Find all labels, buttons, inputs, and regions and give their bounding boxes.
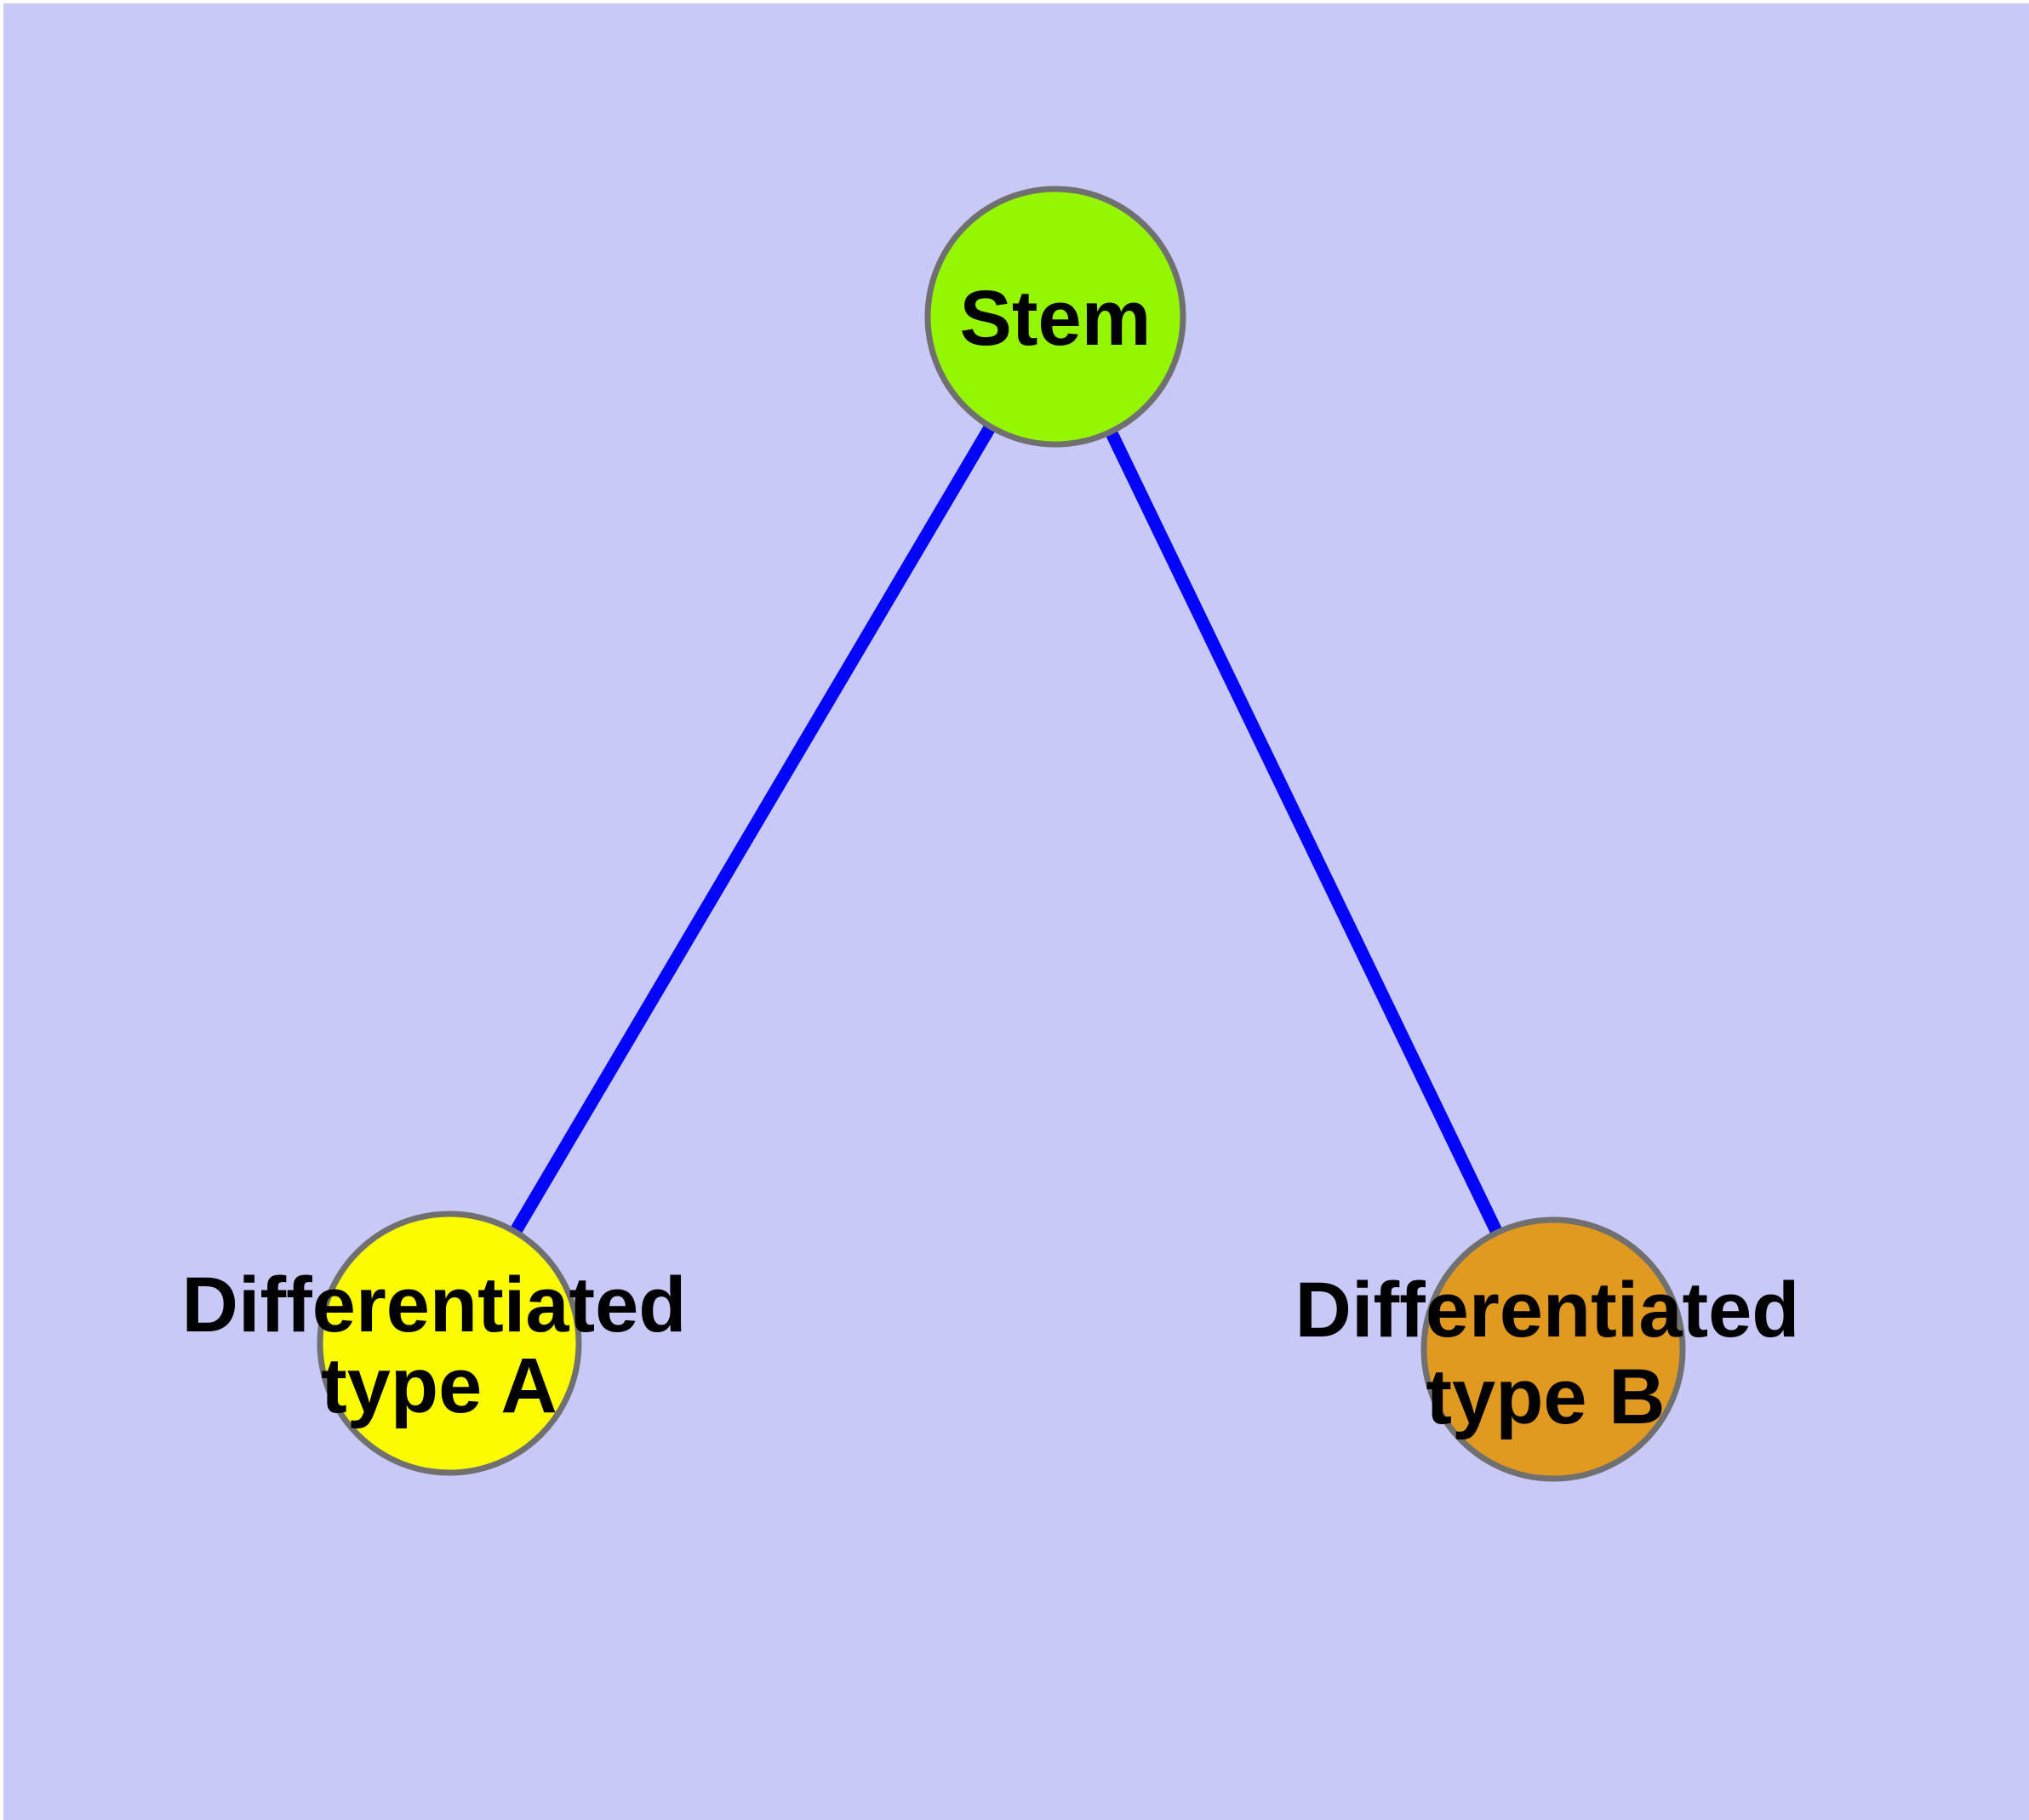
node-type-b-label-line2: type B [1426, 1354, 1665, 1440]
node-type-b-circle [1420, 1216, 1686, 1482]
node-type-b-label-line1: Differentiated [1295, 1267, 1800, 1354]
node-type-a-label-line1: Differentiated [182, 1262, 687, 1348]
edge-stem-to-type-a [443, 313, 1061, 1347]
node-type-a-circle [317, 1210, 582, 1476]
node-stem-circle [924, 186, 1186, 448]
node-stem-label: Stem [960, 275, 1152, 362]
node-stem: Stem [924, 186, 1186, 448]
node-differentiated-type-a: Differentiated type A [182, 1210, 687, 1476]
node-differentiated-type-b: Differentiated type B [1295, 1216, 1800, 1482]
node-type-a-label-line2: type A [321, 1342, 557, 1429]
edge-stem-to-type-b [1049, 313, 1559, 1353]
